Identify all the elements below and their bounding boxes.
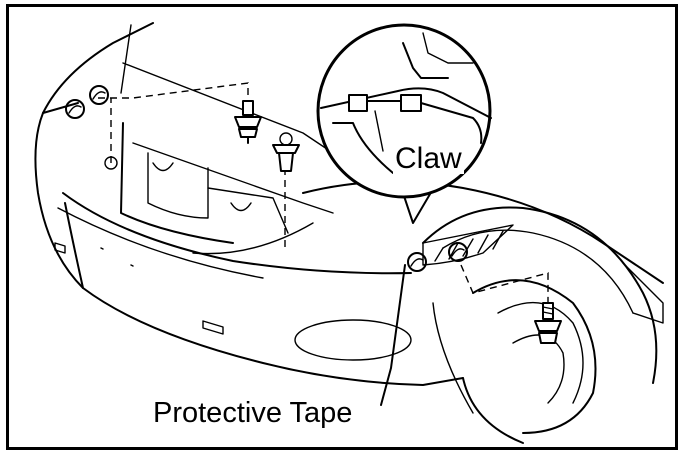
diagram-frame: Claw Protective Tape xyxy=(6,4,678,450)
claw-label: Claw xyxy=(393,142,464,175)
bumper-removal-drawing xyxy=(34,22,664,444)
protective-tape-label: Protective Tape xyxy=(151,397,355,429)
screw-icon xyxy=(534,302,562,344)
clip-icon xyxy=(272,132,300,172)
bumper-cover xyxy=(34,102,464,386)
screw-icon xyxy=(234,100,262,144)
claw-detail-callout xyxy=(316,23,492,224)
front-wheel xyxy=(302,180,664,444)
clip-markers xyxy=(65,85,468,272)
hood-outline xyxy=(42,22,334,154)
tape-pointer xyxy=(380,264,406,406)
